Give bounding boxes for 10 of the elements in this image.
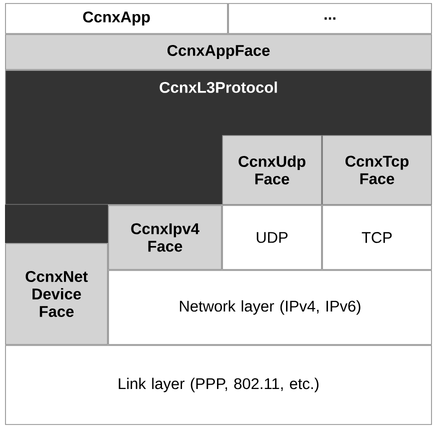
link-layer: Link layer (PPP, 802.11, etc.)	[5, 345, 432, 425]
face-box: CcnxNet Device Face	[5, 243, 108, 345]
protocol-box: UDP	[222, 205, 322, 270]
application-box: CcnxApp	[5, 3, 228, 34]
face-box: CcnxUdp Face	[222, 135, 322, 205]
face-box: CcnxTcp Face	[322, 135, 432, 205]
face-box: CcnxIpv4 Face	[108, 205, 222, 270]
application-box: ...	[228, 3, 432, 34]
face-layer: CcnxAppFace	[5, 34, 432, 70]
protocol-box: TCP	[322, 205, 432, 270]
